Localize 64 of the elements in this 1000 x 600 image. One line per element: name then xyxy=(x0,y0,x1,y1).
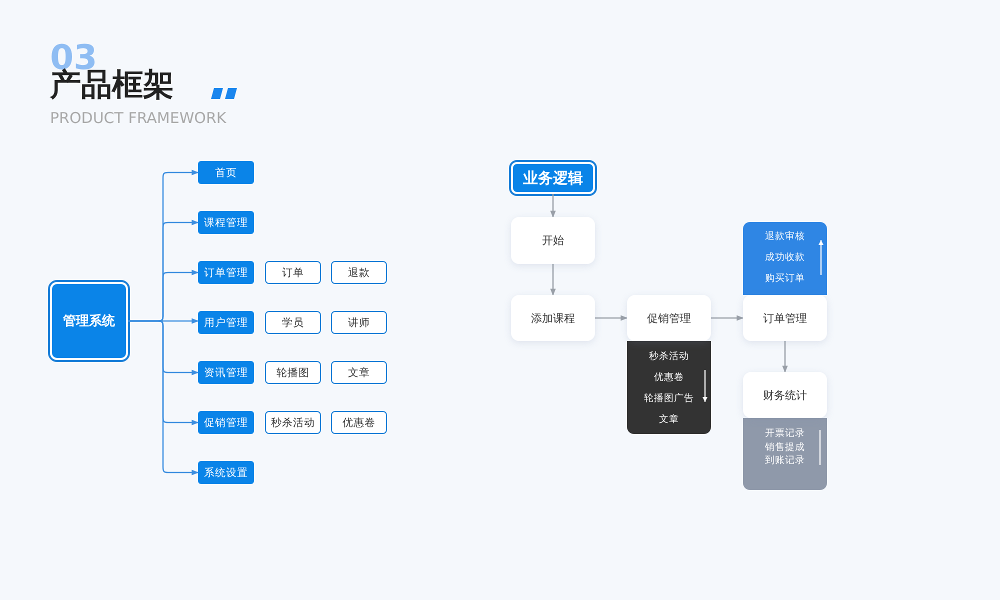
connector-arrow xyxy=(550,264,556,296)
node-text: 订单管理 xyxy=(763,310,807,326)
submodule-box xyxy=(331,411,387,434)
list-item-text: 文章 xyxy=(659,413,679,427)
module-box xyxy=(198,161,254,184)
connector-arrow xyxy=(711,315,744,321)
node-text: 秒杀活动 xyxy=(271,416,315,430)
node-text: 财务统计 xyxy=(763,388,807,402)
node-text: 系统设置 xyxy=(204,466,248,480)
step-card xyxy=(511,295,595,341)
list-item-text: 销售提成 xyxy=(765,440,805,454)
connector-arrow xyxy=(595,315,628,321)
subtitle: PRODUCT FRAMEWORK xyxy=(50,109,226,127)
node-text: 资讯管理 xyxy=(204,366,248,380)
node-text: 讲师 xyxy=(348,316,370,330)
step-card xyxy=(743,372,827,418)
node-text: 用户管理 xyxy=(204,316,248,330)
system-box xyxy=(50,282,128,360)
module-box xyxy=(198,411,254,434)
node-text: 促销管理 xyxy=(204,416,248,430)
list-panel xyxy=(627,341,711,434)
list-panel xyxy=(743,418,827,490)
module-box xyxy=(198,261,254,284)
node-text: 课程管理 xyxy=(204,216,248,230)
connector-arrow xyxy=(782,341,788,373)
submodule-box xyxy=(265,411,321,434)
node-text: 学员 xyxy=(282,316,304,330)
node-text: 添加课程 xyxy=(531,310,575,326)
list-item-text: 到账记录 xyxy=(765,454,805,468)
node-text: 促销管理 xyxy=(647,310,691,326)
submodule-box xyxy=(265,261,321,284)
submodule-box xyxy=(265,311,321,334)
list-item-text: 购买订单 xyxy=(765,272,805,286)
module-box xyxy=(198,361,254,384)
module-box xyxy=(198,211,254,234)
connector-arrow xyxy=(127,320,199,476)
node-text: 文章 xyxy=(348,366,370,380)
heading-box xyxy=(511,162,595,194)
list-item-text: 秒杀活动 xyxy=(649,350,689,364)
node-text: 业务逻辑 xyxy=(523,168,583,188)
node-text: 轮播图 xyxy=(276,366,310,380)
submodule-box xyxy=(331,261,387,284)
node-text: 开始 xyxy=(542,233,564,248)
submodule-box xyxy=(265,361,321,384)
step-card xyxy=(627,295,711,341)
list-item-text: 开票记录 xyxy=(765,427,805,440)
module-box xyxy=(198,461,254,484)
list-item-text: 优惠卷 xyxy=(654,371,684,385)
list-item-text: 轮播图广告 xyxy=(644,392,694,406)
connector-arrow xyxy=(550,194,556,218)
module-box xyxy=(198,311,254,334)
node-text: 管理系统 xyxy=(63,312,115,330)
node-text: 退款 xyxy=(348,266,370,280)
list-panel xyxy=(743,222,827,295)
step-card xyxy=(743,295,827,341)
node-text: 订单 xyxy=(282,266,304,280)
node-text: 首页 xyxy=(215,166,237,180)
step-card xyxy=(511,217,595,264)
node-text: 优惠卷 xyxy=(342,416,376,430)
submodule-box xyxy=(331,361,387,384)
submodule-box xyxy=(331,311,387,334)
list-item-text: 退款审核 xyxy=(765,230,805,244)
node-text: 订单管理 xyxy=(204,266,248,280)
list-item-text: 成功收款 xyxy=(765,251,805,265)
